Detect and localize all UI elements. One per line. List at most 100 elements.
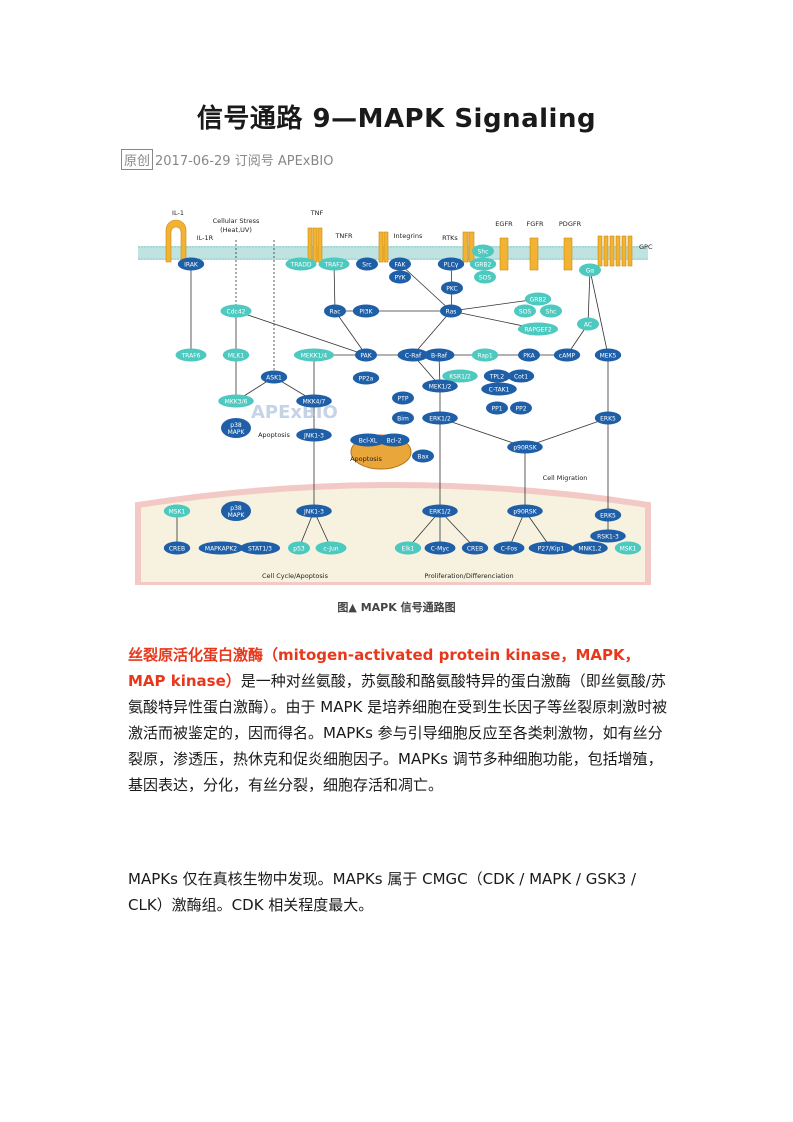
edge-ga-mek5 — [589, 269, 609, 356]
node-text-p53: p53 — [293, 545, 305, 552]
edge-cdc42-pak — [235, 310, 367, 356]
node-text-ptp: PTP — [398, 395, 409, 402]
node-text-pyk: PYK — [394, 274, 406, 281]
node-text-stat13: STAT1/3 — [248, 545, 272, 552]
node-msk1a — [163, 504, 191, 518]
node-cfos — [493, 541, 525, 555]
receptor-label-rtks: RTKs — [442, 234, 458, 242]
node-ksr12 — [442, 369, 478, 383]
nucleus-region — [135, 482, 651, 588]
edge-ras-craf — [412, 310, 452, 356]
node-text-traf2: TRAF2 — [324, 261, 344, 268]
node-nerk12 — [422, 504, 458, 518]
node-jnk13 — [296, 428, 332, 442]
node-tradd — [285, 257, 317, 271]
node-text-erk5a: ERK5 — [600, 415, 616, 422]
node-np38a — [221, 501, 251, 521]
node-text-rap1: Rap1 — [477, 352, 493, 359]
node-text-np90rsk: p90RSK — [513, 508, 537, 515]
node-rsk13 — [590, 529, 626, 543]
node-cjun — [315, 541, 347, 555]
node-text-ctak1: C-TAK1 — [489, 386, 510, 393]
node-irak — [177, 257, 205, 271]
node-text-ac: AC — [584, 321, 592, 328]
node-text-bcl2: Bcl-2 — [386, 437, 401, 444]
node-text-p38a-bottom: MAPK — [228, 429, 246, 436]
node-cdc42 — [220, 304, 252, 318]
node-text-bim: Bim — [397, 415, 409, 422]
node-text-nerk5: ERK5 — [600, 512, 616, 519]
node-text-shc2: Shc — [546, 308, 557, 315]
node-text-ga: Gα — [586, 267, 595, 274]
node-sos2 — [514, 304, 536, 318]
node-bax — [412, 449, 434, 463]
node-text-braf: B-Raf — [431, 352, 448, 359]
node-mkk36 — [218, 394, 254, 408]
node-p38a — [221, 418, 251, 438]
node-src — [356, 257, 378, 271]
node-fak — [389, 257, 411, 271]
node-mlk1 — [222, 348, 250, 362]
label-apop1: Apoptosis — [258, 431, 290, 439]
node-rac — [324, 304, 346, 318]
node-rap1 — [471, 348, 499, 362]
node-text-mkk36: MKK3/6 — [225, 398, 248, 405]
node-text-rapgef2: RAPGEF2 — [524, 326, 552, 333]
node-text-traf6: TRAF6 — [181, 352, 201, 359]
node-shc2 — [540, 304, 562, 318]
node-text-sos2: SOS — [519, 308, 532, 315]
node-erk5a — [594, 411, 622, 425]
node-text-mkk47: MKK4/7 — [303, 398, 326, 405]
node-text-creb2: CREB — [467, 545, 483, 552]
node-text-irak: IRAK — [184, 261, 199, 268]
node-mkk47 — [296, 394, 332, 408]
node-text-mek5: MEK5 — [600, 352, 617, 359]
node-pi3k — [352, 304, 380, 318]
node-cmyc — [424, 541, 456, 555]
node-shc1 — [472, 244, 494, 258]
label-cellmig: Cell Migration — [543, 474, 588, 482]
node-nerk5 — [594, 508, 622, 522]
node-ras — [440, 304, 462, 318]
receptor-label-gpcr: GPCR — [639, 243, 653, 251]
node-camp — [553, 348, 581, 362]
node-pp2a — [352, 371, 380, 385]
node-text-pp1: PP1 — [491, 405, 502, 412]
node-ac — [577, 317, 599, 331]
node-text-cjun: c-Jun — [323, 545, 338, 552]
receptor-label-integrins: Integrins — [394, 232, 423, 240]
node-rapgef2 — [517, 322, 559, 336]
node-text-cfos: C-Fos — [501, 545, 517, 552]
node-bim — [392, 411, 414, 425]
publisher-name: 订阅号 APExBIO — [234, 154, 334, 169]
edge-erk12-p90rsk — [439, 417, 526, 448]
node-text-ksr12: KSR1/2 — [449, 373, 471, 380]
node-text-pak: PAK — [360, 352, 372, 359]
node-text-msk1b: MSK1 — [620, 545, 637, 552]
node-ctak1 — [481, 382, 517, 396]
node-stat13 — [239, 541, 281, 555]
receptor-label-il1: IL-1 — [172, 209, 184, 217]
receptor-shapes — [165, 219, 633, 271]
node-pak — [355, 348, 377, 362]
edge-traf2-rac — [333, 263, 336, 312]
node-traf6 — [175, 348, 207, 362]
node-text-msk1a: MSK1 — [169, 508, 186, 515]
node-text-np38a-bottom: MAPK — [228, 512, 246, 519]
node-text-tradd: TRADD — [290, 261, 312, 268]
receptor-label-tnf: TNF — [310, 209, 324, 217]
node-text-mek12: MEK1/2 — [429, 383, 452, 390]
node-pp2 — [510, 401, 532, 415]
node-text-elk1: Elk1 — [402, 545, 415, 552]
node-pyk — [389, 270, 411, 284]
node-text-pka: PKA — [523, 352, 535, 359]
node-pp1 — [486, 401, 508, 415]
node-msk1b — [614, 541, 642, 555]
edge-grb2b-ras — [450, 298, 539, 312]
node-text-craf: C-Raf — [405, 352, 422, 359]
node-elk1 — [394, 541, 422, 555]
node-p27 — [528, 541, 574, 555]
node-plcy — [437, 257, 465, 271]
